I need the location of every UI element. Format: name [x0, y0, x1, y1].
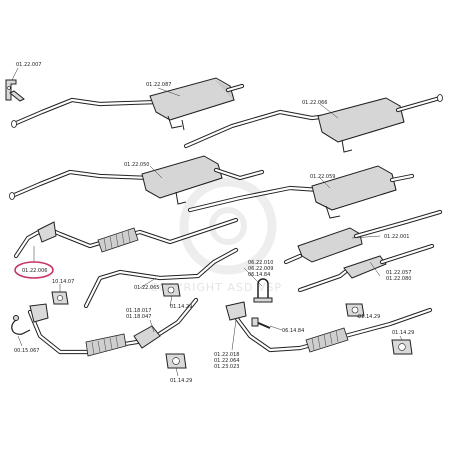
label-01-22-007[interactable]: 01.22.007	[16, 62, 41, 68]
label-01-22-018[interactable]: 01.22.018	[214, 352, 239, 358]
label-06-14-84[interactable]: 06.14.84	[248, 272, 270, 278]
label-01-14-29-c[interactable]: 01.14.29	[358, 314, 380, 320]
label-06-14-84-b[interactable]: 06.14.84	[282, 328, 304, 334]
label-01-22-059[interactable]: 01.22.059	[310, 174, 335, 180]
rear-silencer-01-22-087[interactable]	[11, 77, 245, 131]
label-01-22-080[interactable]: 01.22.080	[386, 276, 411, 282]
label-01-22-057[interactable]: 01.22.057	[386, 270, 411, 276]
middle-pipe-01-22-065[interactable]	[83, 247, 239, 309]
watermark-text: COPYRIGHT ASD VSP	[150, 281, 282, 294]
label-01-14-29-d[interactable]: 01.14.29	[392, 330, 414, 336]
front-pipe-01-18-017[interactable]	[27, 297, 199, 357]
front-pipe-01-22-006[interactable]	[13, 217, 239, 259]
label-00-15-067[interactable]: 00.15.067	[14, 348, 39, 354]
bracket-part-01-22-007[interactable]	[5, 79, 25, 102]
label-06-22-009[interactable]: 06.22.009	[248, 266, 273, 272]
sensor-00-15-067[interactable]	[11, 315, 31, 335]
label-01-14-29-a[interactable]: 01.14.29	[170, 304, 192, 310]
rear-silencer-01-22-050[interactable]	[9, 155, 265, 205]
rear-silencer-01-22-066[interactable]	[183, 94, 443, 153]
highlight-ring	[14, 261, 54, 279]
gasket-10-14-07[interactable]	[51, 291, 69, 305]
gasket-01-14-29-d[interactable]	[391, 339, 413, 355]
label-06-22-010[interactable]: 06.22.010	[248, 260, 273, 266]
label-01-22-064[interactable]: 01.22.064	[214, 358, 239, 364]
label-01-22-006[interactable]: 01.22.006	[22, 268, 47, 274]
label-01-14-29-b[interactable]: 01.14.29	[170, 378, 192, 384]
bolt-06-14-84[interactable]	[251, 317, 271, 329]
label-01-22-001[interactable]: 01.22.001	[384, 234, 409, 240]
label-01-22-050[interactable]: 01.22.050	[124, 162, 149, 168]
label-01-23-023[interactable]: 01.23.023	[214, 364, 239, 370]
label-01-22-087[interactable]: 01.22.087	[146, 82, 171, 88]
gasket-01-14-29-c[interactable]	[345, 303, 365, 317]
label-01-18-017[interactable]: 01.18.017	[126, 308, 151, 314]
leader-lines	[11, 67, 403, 377]
rear-silencer-01-22-059[interactable]	[187, 165, 415, 219]
gasket-01-14-29-b[interactable]	[165, 353, 187, 369]
silencer-pipe-01-22-057[interactable]	[297, 243, 435, 293]
label-01-18-047[interactable]: 01.18.047	[126, 314, 151, 320]
front-pipe-01-22-018[interactable]	[225, 301, 433, 353]
center-silencer-01-22-001[interactable]	[283, 209, 443, 265]
label-01-22-066[interactable]: 01.22.066	[302, 100, 327, 106]
label-10-14-07[interactable]: 10.14.07	[52, 279, 74, 285]
label-01-22-065[interactable]: 01.22.065	[134, 285, 159, 291]
gasket-01-14-29-a[interactable]	[161, 283, 181, 297]
